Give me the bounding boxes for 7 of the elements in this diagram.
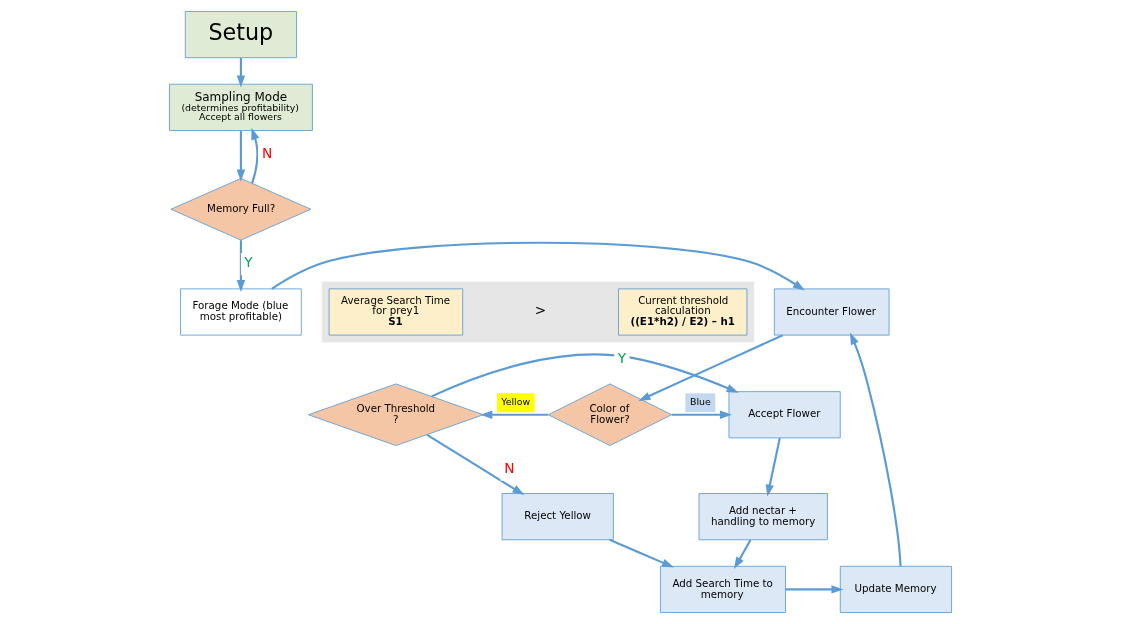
edge-label: Yellow: [501, 396, 531, 408]
edge-label: N: [261, 144, 273, 161]
edge-label: Y: [617, 350, 627, 367]
edge-label: Blue: [690, 396, 711, 408]
edge-label: N: [504, 459, 515, 476]
label: >: [534, 302, 547, 319]
edge-label: Y: [244, 254, 253, 271]
